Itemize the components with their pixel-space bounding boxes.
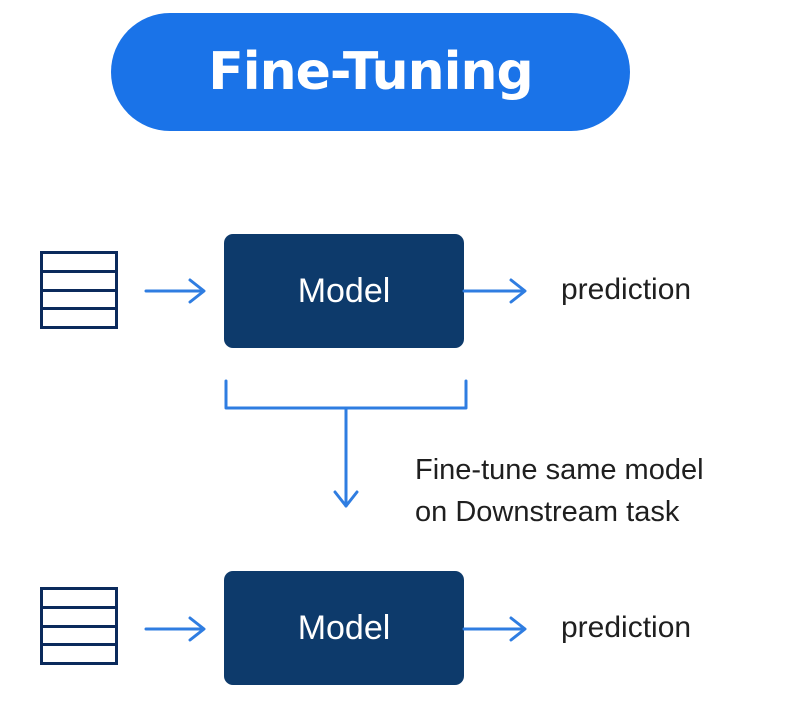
input-data-table-icon: [40, 251, 118, 329]
page-title: Fine-Tuning: [208, 42, 533, 102]
table-row: [43, 628, 115, 647]
table-row: [43, 273, 115, 292]
table-row: [43, 292, 115, 311]
arrow-right-icon: [144, 278, 206, 304]
model-label: Model: [297, 608, 391, 647]
arrow-right-icon: [462, 278, 527, 304]
table-row: [43, 609, 115, 628]
pretrained-model-box: Model: [224, 234, 464, 348]
finetune-caption-line2: on Downstream task: [415, 496, 680, 528]
table-row: [43, 254, 115, 273]
prediction-label-top: prediction: [561, 273, 692, 306]
table-row: [43, 310, 115, 326]
downstream-data-table-icon: [40, 587, 118, 665]
finetune-caption: Fine-tune same model on Downstream task: [415, 449, 704, 533]
table-row: [43, 646, 115, 662]
model-label: Model: [297, 271, 391, 310]
arrow-right-icon: [462, 616, 527, 642]
prediction-label-bottom: prediction: [561, 611, 692, 644]
finetune-caption-line1: Fine-tune same model: [415, 454, 704, 486]
arrow-right-icon: [144, 616, 206, 642]
finetuned-model-box: Model: [224, 571, 464, 685]
table-row: [43, 590, 115, 609]
title-pill: Fine-Tuning: [111, 13, 630, 131]
